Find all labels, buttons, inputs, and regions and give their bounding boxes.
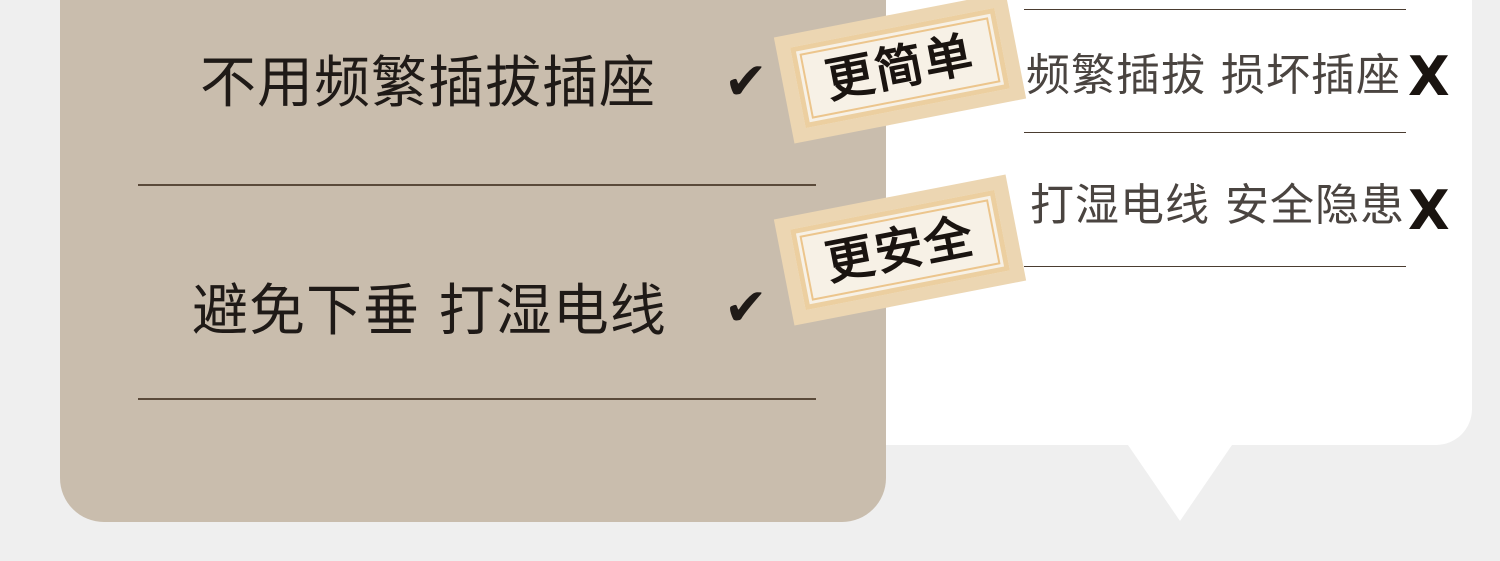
right-divider (1024, 132, 1406, 133)
checkmark-icon: ✔ (724, 52, 768, 112)
right-row-1-text: 频繁插拔 损坏插座 (1026, 50, 1401, 101)
left-row-2-text: 避免下垂 打湿电线 (192, 279, 667, 344)
right-row-2-text: 打湿电线 安全隐患 (1030, 180, 1405, 231)
right-divider (1024, 266, 1406, 267)
right-divider (1024, 9, 1406, 10)
speech-bubble-tail (1128, 445, 1232, 521)
left-divider (138, 398, 816, 400)
left-divider (138, 184, 816, 186)
comparison-left-card (60, 0, 886, 522)
left-row-1-text: 不用频繁插拔插座 (200, 51, 656, 116)
cross-icon: X (1408, 45, 1450, 108)
cross-icon: X (1408, 179, 1450, 242)
checkmark-icon: ✔ (724, 278, 768, 338)
